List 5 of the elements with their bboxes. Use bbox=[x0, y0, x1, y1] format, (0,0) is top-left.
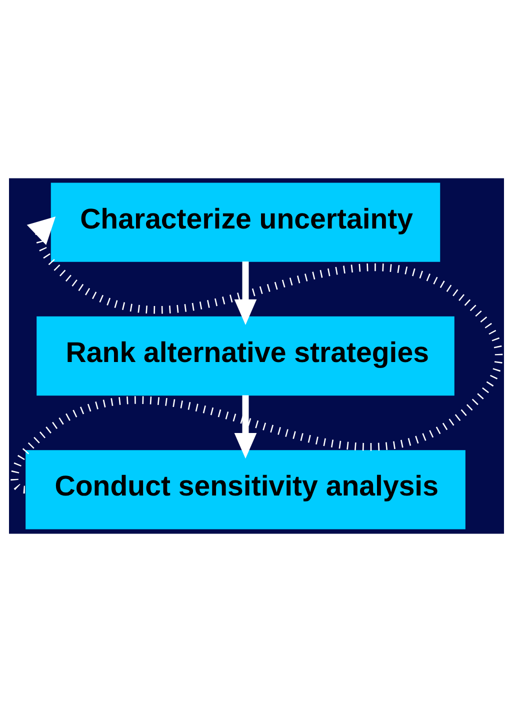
arrow bbox=[10, 216, 502, 493]
node-box: Characterize uncertainty bbox=[50, 182, 440, 262]
node-box: Conduct sensitivity analysis bbox=[25, 450, 465, 530]
arrow bbox=[234, 395, 256, 459]
node-box: Rank alternative strategies bbox=[36, 316, 454, 396]
